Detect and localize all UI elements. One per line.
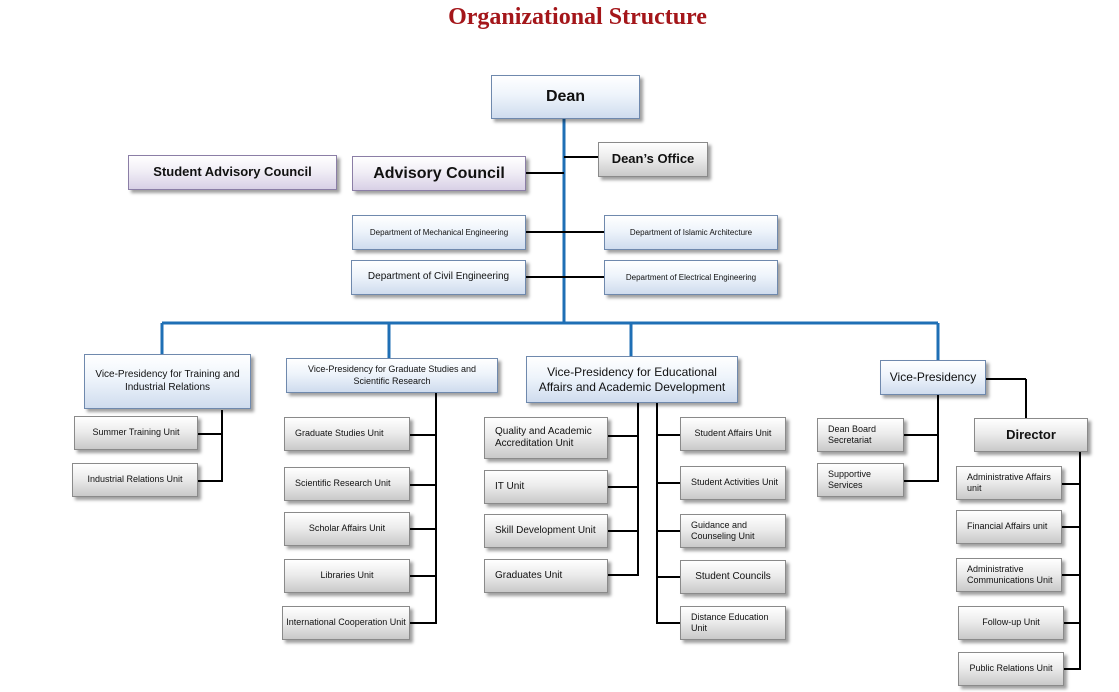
unit-distance-education: Distance Education Unit [680,606,786,640]
unit-student-activities: Student Activities Unit [680,466,786,500]
unit-public-relations: Public Relations Unit [958,652,1064,686]
vp-educational-box: Vice-Presidency for Educational Affairs … [526,356,738,403]
unit-international-cooperation: International Cooperation Unit [282,606,410,640]
unit-summer-training: Summer Training Unit [74,416,198,450]
unit-guidance-counseling: Guidance and Counseling Unit [680,514,786,548]
unit-skill-development: Skill Development Unit [484,514,608,548]
unit-administrative-affairs: Administrative Affairs unit [956,466,1062,500]
unit-administrative-communications: Administrative Communications Unit [956,558,1062,592]
unit-follow-up: Follow-up Unit [958,606,1064,640]
student-advisory-council-box: Student Advisory Council [128,155,337,190]
advisory-council-box: Advisory Council [352,156,526,191]
vp-graduate-box: Vice-Presidency for Graduate Studies and… [286,358,498,393]
unit-quality-accreditation: Quality and Academic Accreditation Unit [484,417,608,459]
unit-scientific-research: Scientific Research Unit [284,467,410,501]
deans-office-box: Dean’s Office [598,142,708,177]
unit-libraries: Libraries Unit [284,559,410,593]
director-box: Director [974,418,1088,452]
department-civil-box: Department of Civil Engineering [351,260,526,295]
unit-student-councils: Student Councils [680,560,786,594]
unit-student-affairs: Student Affairs Unit [680,417,786,451]
unit-supportive-services: Supportive Services [817,463,904,497]
chart-title: Organizational Structure [448,4,707,30]
unit-industrial-relations: Industrial Relations Unit [72,463,198,497]
dean-box: Dean [491,75,640,119]
department-islamic-architecture-box: Department of Islamic Architecture [604,215,778,250]
vp-training-box: Vice-Presidency for Training and Industr… [84,354,251,409]
unit-it: IT Unit [484,470,608,504]
unit-graduate-studies: Graduate Studies Unit [284,417,410,451]
department-electrical-box: Department of Electrical Engineering [604,260,778,295]
unit-financial-affairs: Financial Affairs unit [956,510,1062,544]
unit-scholar-affairs: Scholar Affairs Unit [284,512,410,546]
unit-graduates: Graduates Unit [484,559,608,593]
unit-dean-board-secretariat: Dean Board Secretariat [817,418,904,452]
vice-presidency-box: Vice-Presidency [880,360,986,395]
department-mechanical-box: Department of Mechanical Engineering [352,215,526,250]
